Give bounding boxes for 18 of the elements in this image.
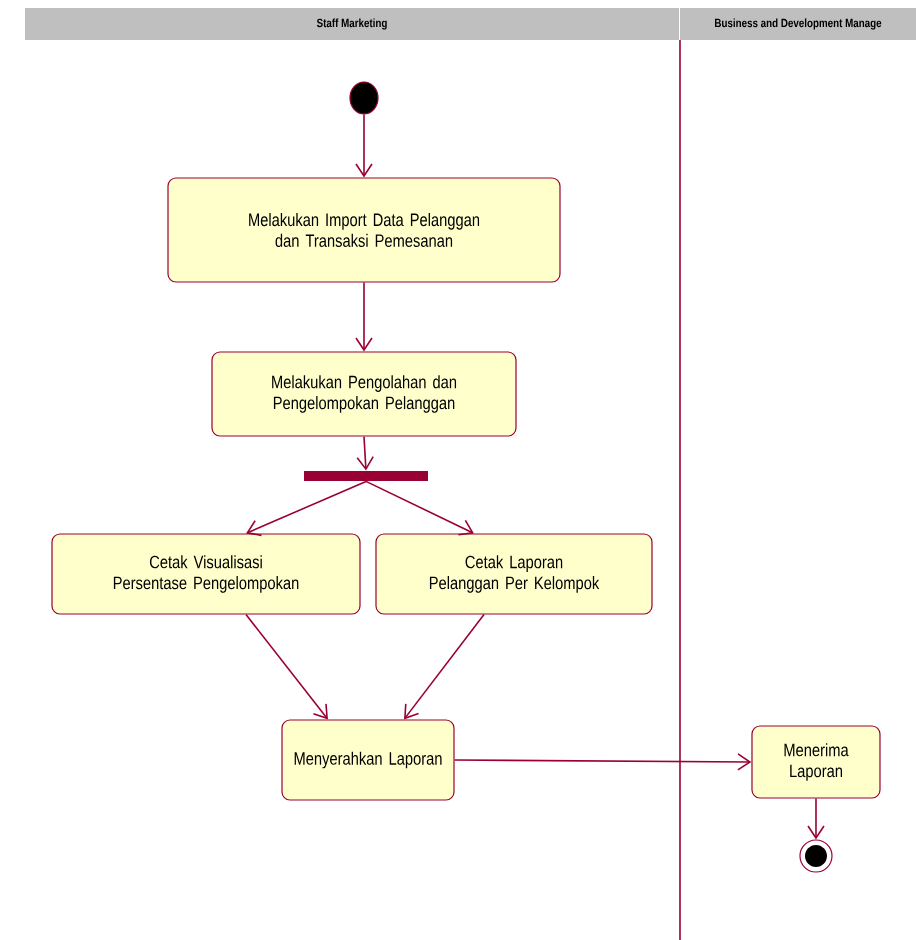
fork-bar: [304, 471, 428, 481]
end-node: [799, 839, 833, 873]
arrow: [355, 281, 373, 352]
arrow: [365, 480, 474, 536]
action-box: Menyerahkan Laporan: [281, 719, 455, 801]
arrow: [245, 613, 328, 720]
action-box: Melakukan Pengolahan dan Pengelompokan Pelanggan: [211, 351, 517, 437]
action-box: Menerima Laporan: [751, 725, 881, 799]
arrow: [404, 613, 485, 720]
start-node: [349, 81, 379, 115]
arrow: [356, 435, 374, 471]
action-box: Melakukan Import Data Pelanggan dan Transaksi Pemesanan: [167, 177, 561, 283]
arrow: [453, 753, 752, 771]
arrow: [246, 480, 367, 537]
action-box: Cetak Laporan Pelanggan Per Kelompok: [375, 533, 653, 615]
arrow: [807, 797, 825, 840]
action-box: Cetak Visualisasi Persentase Pengelompokan: [51, 533, 361, 615]
arrow: [355, 113, 373, 178]
